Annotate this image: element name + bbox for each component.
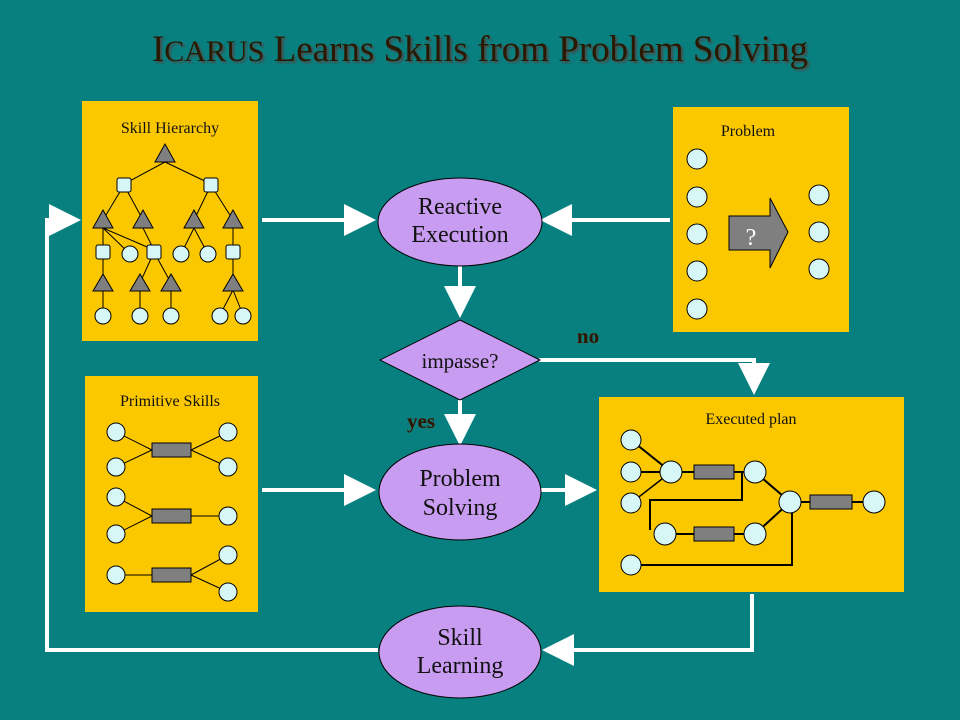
plan-circle xyxy=(620,492,642,514)
problem-solving-line2: Solving xyxy=(423,495,498,521)
plan-bar xyxy=(693,526,735,542)
primitive-circle xyxy=(106,457,126,477)
primitive-bar xyxy=(151,567,192,583)
tree-square xyxy=(95,244,111,260)
reactive-execution-line2: Execution xyxy=(411,222,508,248)
skill-hierarchy-label: Skill Hierarchy xyxy=(121,120,219,137)
executed-plan-graph xyxy=(620,429,886,576)
flow-arrows xyxy=(45,204,770,666)
tree-triangle xyxy=(222,208,244,229)
problem-circle xyxy=(686,148,708,170)
skill-tree xyxy=(92,142,252,325)
problem-arrow-icon xyxy=(728,197,789,269)
problem-circle xyxy=(686,223,708,245)
tree-circle xyxy=(234,307,252,325)
problem-circle xyxy=(808,184,830,206)
tree-square xyxy=(146,244,162,260)
primitive-circle xyxy=(106,487,126,507)
primitive-circle xyxy=(106,565,126,585)
plan-circle xyxy=(778,490,802,514)
primitive-circle xyxy=(218,582,238,602)
plan-circle xyxy=(743,460,767,484)
skill-learning-line1: Skill xyxy=(437,625,483,651)
edge-label-no: no xyxy=(577,324,599,348)
title-rest: Learns Skills from Problem Solving xyxy=(264,29,809,70)
problem-question-mark: ? xyxy=(746,225,757,251)
primitive-bar xyxy=(151,442,192,458)
problem-solving-node xyxy=(378,443,542,541)
tree-triangle xyxy=(132,208,154,229)
plan-circle xyxy=(743,522,767,546)
primitive-skills-graph xyxy=(106,422,238,602)
slide-title: ICARUS Learns Skills from Problem Solvin… xyxy=(0,28,960,71)
tree-square xyxy=(203,177,219,193)
tree-triangle xyxy=(183,208,205,229)
tree-triangle xyxy=(154,142,176,163)
problem-circle xyxy=(808,221,830,243)
edge-label-yes: yes xyxy=(407,409,435,433)
primitive-circle xyxy=(106,422,126,442)
arrow-learning-to-hierarchy xyxy=(45,204,378,652)
impasse-label: impasse? xyxy=(422,349,499,373)
plan-circle xyxy=(620,429,642,451)
problem-label: Problem xyxy=(721,123,776,140)
title-smallcaps: CARUS xyxy=(164,35,265,68)
problem-circle xyxy=(686,186,708,208)
tree-circle xyxy=(121,245,139,263)
plan-circle xyxy=(620,461,642,483)
tree-triangle xyxy=(129,273,151,292)
title-lead: I xyxy=(151,29,165,70)
tree-square xyxy=(225,244,241,260)
plan-circle xyxy=(620,554,642,576)
plan-bar xyxy=(693,464,735,480)
plan-bar xyxy=(809,494,853,510)
plan-circle xyxy=(862,490,886,514)
tree-circle xyxy=(131,307,149,325)
tree-triangle xyxy=(160,273,182,292)
tree-triangle xyxy=(92,273,114,292)
tree-circle xyxy=(199,245,217,263)
executed-plan-panel xyxy=(599,397,904,592)
problem-circle xyxy=(686,298,708,320)
problem-circle xyxy=(808,258,830,280)
plan-circle xyxy=(659,460,683,484)
tree-circle xyxy=(211,307,229,325)
primitive-bar xyxy=(151,508,192,524)
tree-circle xyxy=(172,245,190,263)
primitive-circle xyxy=(106,524,126,544)
reactive-execution-node xyxy=(377,177,543,267)
primitive-circle xyxy=(218,457,238,477)
impasse-diamond xyxy=(378,319,542,401)
plan-circle xyxy=(653,522,677,546)
primitive-circle xyxy=(218,545,238,565)
arrow-impasse-no xyxy=(539,358,770,395)
problem-circle xyxy=(686,260,708,282)
tree-triangle xyxy=(92,208,114,229)
problem-graph xyxy=(686,148,830,320)
tree-triangle xyxy=(222,273,244,292)
executed-plan-label: Executed plan xyxy=(705,411,796,428)
skill-learning-node xyxy=(378,605,542,699)
skill-learning-line2: Learning xyxy=(417,653,504,679)
primitive-circle xyxy=(218,506,238,526)
tree-square xyxy=(116,177,132,193)
tree-circle xyxy=(162,307,180,325)
arrow-plan-to-learning xyxy=(542,594,754,666)
primitive-skills-label: Primitive Skills xyxy=(120,393,220,410)
reactive-execution-line1: Reactive xyxy=(418,194,502,220)
tree-circle xyxy=(94,307,112,325)
problem-solving-line1: Problem xyxy=(419,466,501,492)
primitive-circle xyxy=(218,422,238,442)
